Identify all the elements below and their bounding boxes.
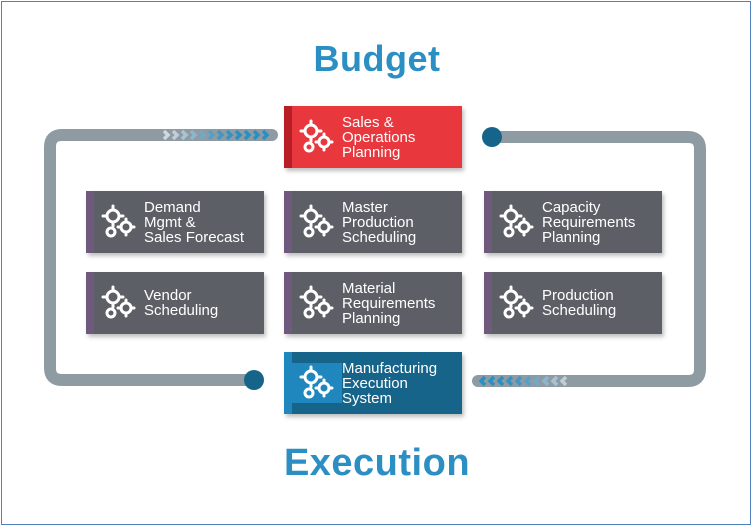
gears-icon (492, 202, 542, 242)
bottom-chevron-arrows (478, 375, 568, 387)
box-label: Sales & Operations Planning (342, 113, 416, 161)
box-demand-management: Demand Mgmt & Sales Forecast (86, 191, 264, 253)
box-material-requirements-planning: Material Requirements Planning (284, 272, 462, 334)
box-accent (86, 191, 94, 253)
box-accent (284, 106, 292, 168)
box-label: Material Requirements Planning (342, 279, 436, 327)
box-accent (484, 272, 492, 334)
loop-dot-top (482, 127, 502, 147)
top-chevron-arrows (162, 129, 270, 141)
box-accent (86, 272, 94, 334)
box-label: Capacity Requirements Planning (542, 198, 636, 246)
loop-track-right (472, 131, 706, 387)
loop-dot-bottom (244, 370, 264, 390)
box-accent (484, 191, 492, 253)
gears-icon (94, 202, 144, 242)
box-master-production-scheduling: Master Production Scheduling (284, 191, 462, 253)
box-vendor-scheduling: Vendor Scheduling (86, 272, 264, 334)
gears-icon (492, 283, 542, 323)
gears-icon (292, 117, 342, 157)
gears-icon (292, 363, 342, 403)
gears-icon (292, 283, 342, 323)
loop-track (44, 129, 278, 386)
box-accent (284, 352, 292, 414)
box-label: Demand Mgmt & Sales Forecast (144, 198, 245, 246)
box-production-scheduling: Production Scheduling (484, 272, 662, 334)
box-label: Manufacturing Execution System (342, 359, 438, 407)
gears-icon (292, 202, 342, 242)
box-accent (284, 191, 292, 253)
gears-icon (94, 283, 144, 323)
execution-title: Execution (283, 442, 471, 484)
box-capacity-requirements-planning: Capacity Requirements Planning (484, 191, 662, 253)
box-label: Master Production Scheduling (342, 198, 417, 246)
box-sales-operations-planning: Sales & Operations Planning (284, 106, 462, 168)
box-manufacturing-execution-system: Manufacturing Execution System (284, 352, 462, 414)
budget-title: Budget (313, 38, 441, 79)
box-label: Production Scheduling (542, 287, 617, 319)
box-accent (284, 272, 292, 334)
box-label: Vendor Scheduling (144, 287, 219, 319)
